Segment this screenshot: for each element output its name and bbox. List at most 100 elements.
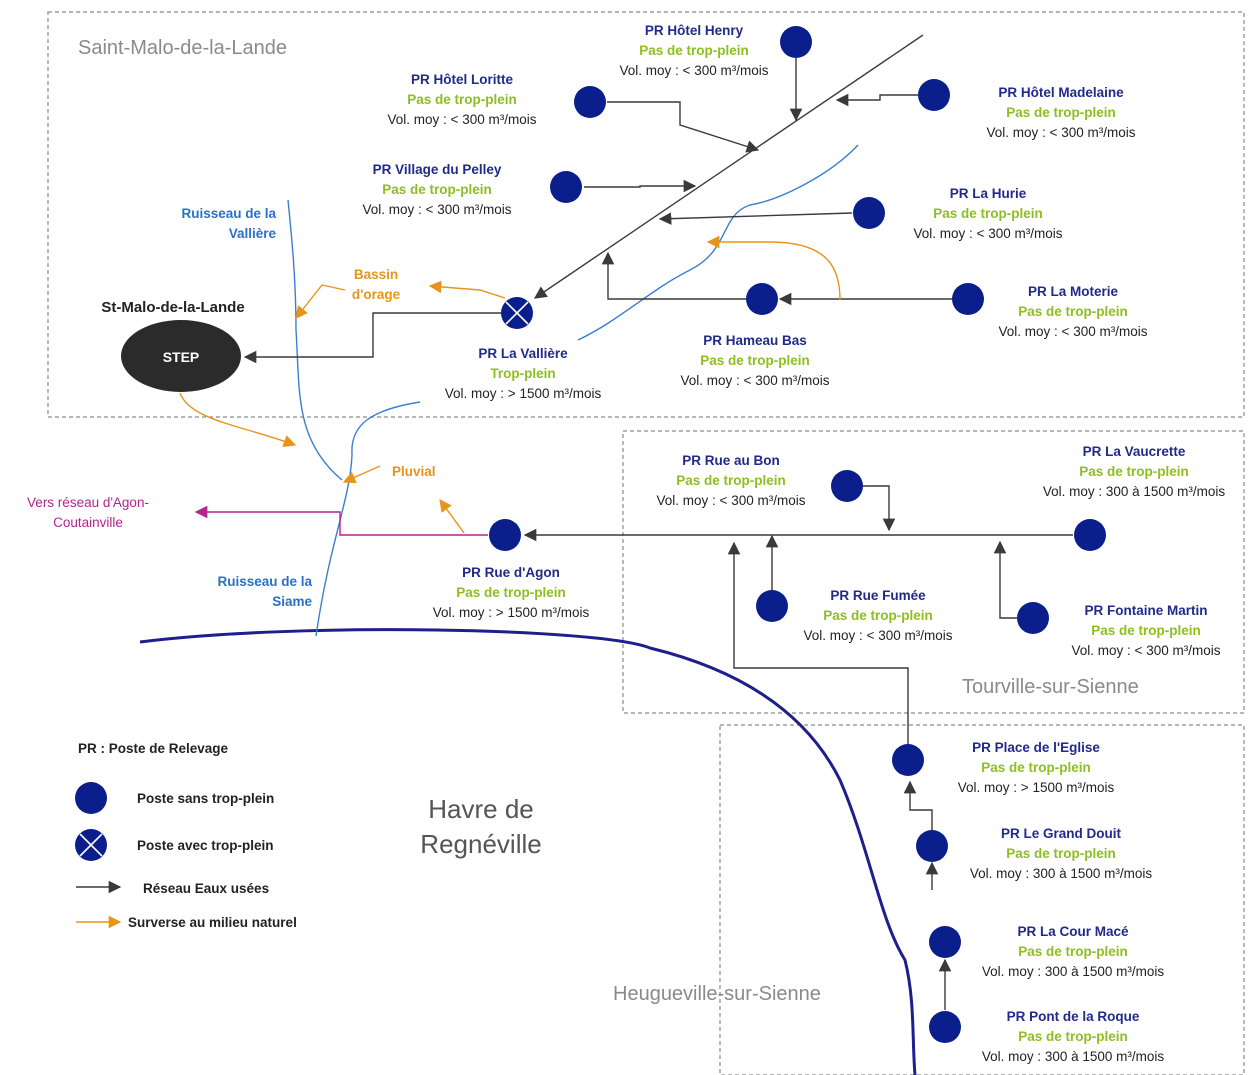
svg-text:PR Fontaine Martin: PR Fontaine Martin (1084, 603, 1207, 618)
station-label-hurie: PR La Hurie Pas de trop-plein Vol. moy :… (914, 186, 1063, 241)
label-ruisseau-siame: Ruisseau de la Siame (217, 574, 312, 609)
svg-text:PR La Moterie: PR La Moterie (1028, 284, 1119, 299)
svg-text:Pas de trop-plein: Pas de trop-plein (700, 353, 810, 368)
svg-text:Vol. moy : 300 à 1500 m³/mois: Vol. moy : 300 à 1500 m³/mois (982, 964, 1165, 979)
svg-text:Vol. moy : > 1500 m³/mois: Vol. moy : > 1500 m³/mois (445, 386, 602, 401)
legend-item-label: Poste sans trop-plein (137, 791, 274, 806)
svg-text:Vol. moy : > 1500 m³/mois: Vol. moy : > 1500 m³/mois (433, 605, 590, 620)
legend-item-label: Surverse au milieu naturel (128, 915, 297, 930)
station-douit-node (916, 830, 948, 862)
svg-text:Vol. moy : < 300 m³/mois: Vol. moy : < 300 m³/mois (363, 202, 512, 217)
svg-text:Ruisseau de la: Ruisseau de la (217, 574, 312, 589)
station-dot-icon (75, 782, 107, 814)
svg-text:Pas de trop-plein: Pas de trop-plein (1018, 944, 1128, 959)
step-plant (121, 320, 241, 392)
svg-text:Pas de trop-plein: Pas de trop-plein (1091, 623, 1201, 638)
svg-text:PR Village du Pelley: PR Village du Pelley (373, 162, 502, 177)
station-hurie-node (853, 197, 885, 229)
svg-text:Pas de trop-plein: Pas de trop-plein (981, 760, 1091, 775)
zone-label-tourville: Tourville-sur-Sienne (962, 676, 1139, 698)
svg-text:Ruisseau de la: Ruisseau de la (181, 206, 276, 221)
svg-text:Vol. moy : < 300 m³/mois: Vol. moy : < 300 m³/mois (657, 493, 806, 508)
svg-text:d'orage: d'orage (352, 287, 401, 302)
svg-text:PR La Cour Macé: PR La Cour Macé (1017, 924, 1129, 939)
station-label-henry: PR Hôtel Henry Pas de trop-plein Vol. mo… (620, 23, 769, 78)
legend-title: PR : Poste de Relevage (78, 741, 229, 756)
station-label-ruebon: PR Rue au Bon Pas de trop-plein Vol. moy… (657, 453, 806, 508)
label-ruisseau-valliere: Ruisseau de la Vallière (181, 206, 276, 241)
station-valliere-node (501, 297, 533, 329)
svg-text:Pas de trop-plein: Pas de trop-plein (382, 182, 492, 197)
label-vers-agon: Vers réseau d'Agon- Coutainville (27, 495, 149, 530)
svg-text:Bassin: Bassin (354, 267, 398, 282)
station-roque-node (929, 1011, 961, 1043)
station-label-eglise: PR Place de l'Eglise Pas de trop-plein V… (958, 740, 1115, 795)
svg-text:Havre de: Havre de (428, 794, 534, 824)
step-label: STEP (163, 349, 200, 365)
svg-text:PR Pont de la Roque: PR Pont de la Roque (1007, 1009, 1140, 1024)
svg-text:Pas de trop-plein: Pas de trop-plein (676, 473, 786, 488)
station-label-douit: PR Le Grand Douit Pas de trop-plein Vol.… (970, 826, 1153, 881)
svg-text:PR Hôtel Madelaine: PR Hôtel Madelaine (998, 85, 1124, 100)
svg-text:Trop-plein: Trop-plein (490, 366, 555, 381)
zone-label-heugueville: Heugueville-sur-Sienne (613, 983, 821, 1005)
station-label-hameau: PR Hameau Bas Pas de trop-plein Vol. moy… (681, 333, 830, 388)
svg-text:Pas de trop-plein: Pas de trop-plein (933, 206, 1043, 221)
station-hameau-node (746, 283, 778, 315)
svg-text:PR La Hurie: PR La Hurie (950, 186, 1027, 201)
svg-text:Vol. moy : < 300 m³/mois: Vol. moy : < 300 m³/mois (914, 226, 1063, 241)
station-cour-node (929, 926, 961, 958)
legend-item-label: Réseau Eaux usées (143, 881, 269, 896)
zone-tourville (622, 430, 1245, 714)
svg-text:Pas de trop-plein: Pas de trop-plein (1006, 846, 1116, 861)
station-henry-node (780, 26, 812, 58)
svg-text:PR Hameau Bas: PR Hameau Bas (703, 333, 807, 348)
station-eglise-node (892, 744, 924, 776)
station-fumee-node (756, 590, 788, 622)
svg-text:Pas de trop-plein: Pas de trop-plein (456, 585, 566, 600)
stream-east (577, 144, 859, 341)
svg-text:Coutainville: Coutainville (53, 515, 123, 530)
station-overflow-icon (75, 829, 107, 861)
station-label-pelley: PR Village du Pelley Pas de trop-plein V… (363, 162, 512, 217)
station-loritte-node (574, 86, 606, 118)
station-label-valliere: PR La Vallière Trop-plein Vol. moy : > 1… (445, 346, 602, 401)
coastline (139, 628, 917, 1075)
legend: PR : Poste de Relevage Poste sans trop-p… (75, 741, 297, 930)
label-bassin-orage: Bassin d'orage (352, 267, 401, 302)
station-label-madelaine: PR Hôtel Madelaine Pas de trop-plein Vol… (987, 85, 1136, 140)
zone-heugueville (719, 724, 1245, 1075)
step-town: St-Malo-de-la-Lande (101, 299, 244, 316)
station-moterie-node (952, 283, 984, 315)
svg-text:Pas de trop-plein: Pas de trop-plein (1006, 105, 1116, 120)
svg-text:Pas de trop-plein: Pas de trop-plein (639, 43, 749, 58)
label-havre: Havre de Regnéville (420, 794, 541, 859)
svg-text:Vol. moy : < 300 m³/mois: Vol. moy : < 300 m³/mois (681, 373, 830, 388)
station-label-vaucrette: PR La Vaucrette Pas de trop-plein Vol. m… (1043, 444, 1226, 499)
stream-siame (315, 401, 421, 637)
station-label-agon: PR Rue d'Agon Pas de trop-plein Vol. moy… (433, 565, 590, 620)
station-agon-node (489, 519, 521, 551)
svg-text:Regnéville: Regnéville (420, 829, 541, 859)
station-pelley-node (550, 171, 582, 203)
svg-text:Vol. moy : > 1500 m³/mois: Vol. moy : > 1500 m³/mois (958, 780, 1115, 795)
svg-text:PR Rue Fumée: PR Rue Fumée (830, 588, 926, 603)
svg-text:Vol. moy : 300 à 1500 m³/mois: Vol. moy : 300 à 1500 m³/mois (1043, 484, 1226, 499)
svg-text:Pas de trop-plein: Pas de trop-plein (1018, 1029, 1128, 1044)
svg-text:Pas de trop-plein: Pas de trop-plein (407, 92, 517, 107)
svg-text:Siame: Siame (272, 594, 312, 609)
svg-text:Pas de trop-plein: Pas de trop-plein (823, 608, 933, 623)
station-label-roque: PR Pont de la Roque Pas de trop-plein Vo… (982, 1009, 1165, 1064)
station-fontaine-node (1017, 602, 1049, 634)
svg-text:Pas de trop-plein: Pas de trop-plein (1079, 464, 1189, 479)
zone-saint-malo (47, 11, 1245, 418)
zone-label-saint-malo: Saint-Malo-de-la-Lande (78, 37, 287, 59)
svg-text:PR Hôtel Henry: PR Hôtel Henry (645, 23, 744, 38)
station-label-cour: PR La Cour Macé Pas de trop-plein Vol. m… (982, 924, 1165, 979)
svg-text:Vol. moy : < 300 m³/mois: Vol. moy : < 300 m³/mois (804, 628, 953, 643)
legend-item-label: Poste avec trop-plein (137, 838, 274, 853)
svg-text:Vol. moy : 300 à 1500 m³/mois: Vol. moy : 300 à 1500 m³/mois (970, 866, 1153, 881)
main-collector (533, 34, 924, 299)
station-madelaine-node (918, 79, 950, 111)
svg-text:Vol. moy : 300 à 1500 m³/mois: Vol. moy : 300 à 1500 m³/mois (982, 1049, 1165, 1064)
